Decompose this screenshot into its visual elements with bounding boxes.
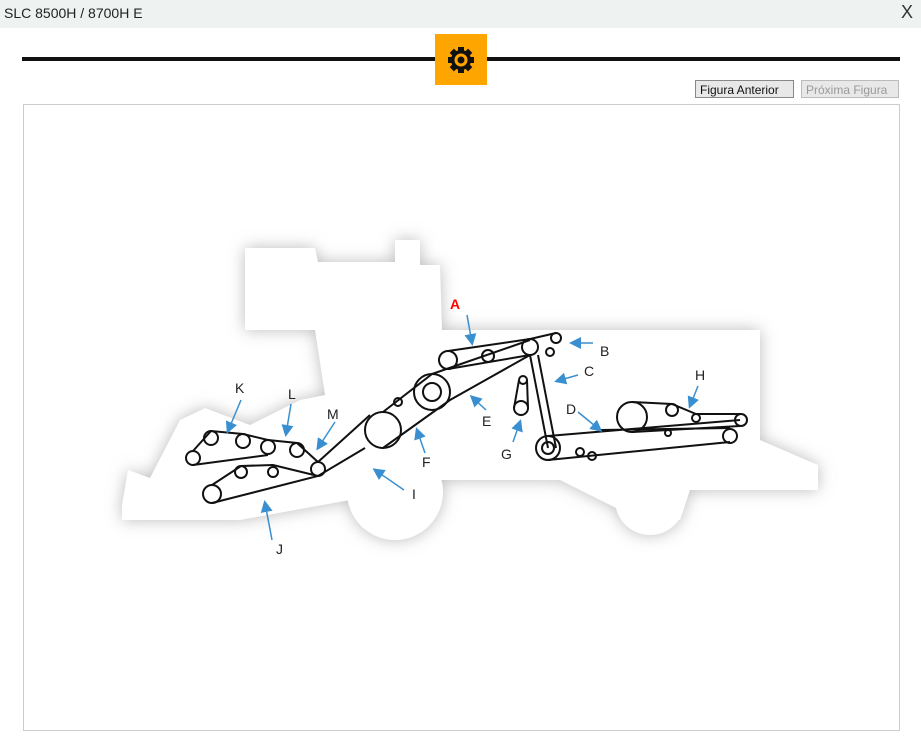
title-bar: SLC 8500H / 8700H E X	[0, 0, 921, 28]
label-h: H	[695, 367, 705, 383]
label-b: B	[600, 343, 609, 359]
window-title: SLC 8500H / 8700H E	[4, 5, 143, 21]
gear-icon	[435, 34, 487, 85]
label-f: F	[422, 454, 431, 470]
label-i: I	[412, 486, 416, 502]
label-l: L	[288, 386, 296, 402]
label-k: K	[235, 380, 245, 396]
label-j: J	[276, 541, 283, 557]
label-a: A	[450, 296, 460, 312]
label-arrows	[225, 314, 699, 541]
belts	[185, 332, 748, 504]
label-d: D	[566, 401, 576, 417]
label-g: G	[501, 446, 512, 462]
figure-frame	[23, 104, 900, 731]
part-labels: A B C D E F G H I J K L M	[235, 296, 705, 557]
label-e: E	[482, 413, 491, 429]
next-figure-button[interactable]: Próxima Figura	[801, 80, 899, 98]
close-button[interactable]: X	[900, 2, 913, 22]
label-c: C	[584, 363, 594, 379]
previous-figure-button[interactable]: Figura Anterior	[695, 80, 794, 98]
combine-silhouette	[122, 240, 818, 540]
label-m: M	[327, 406, 339, 422]
